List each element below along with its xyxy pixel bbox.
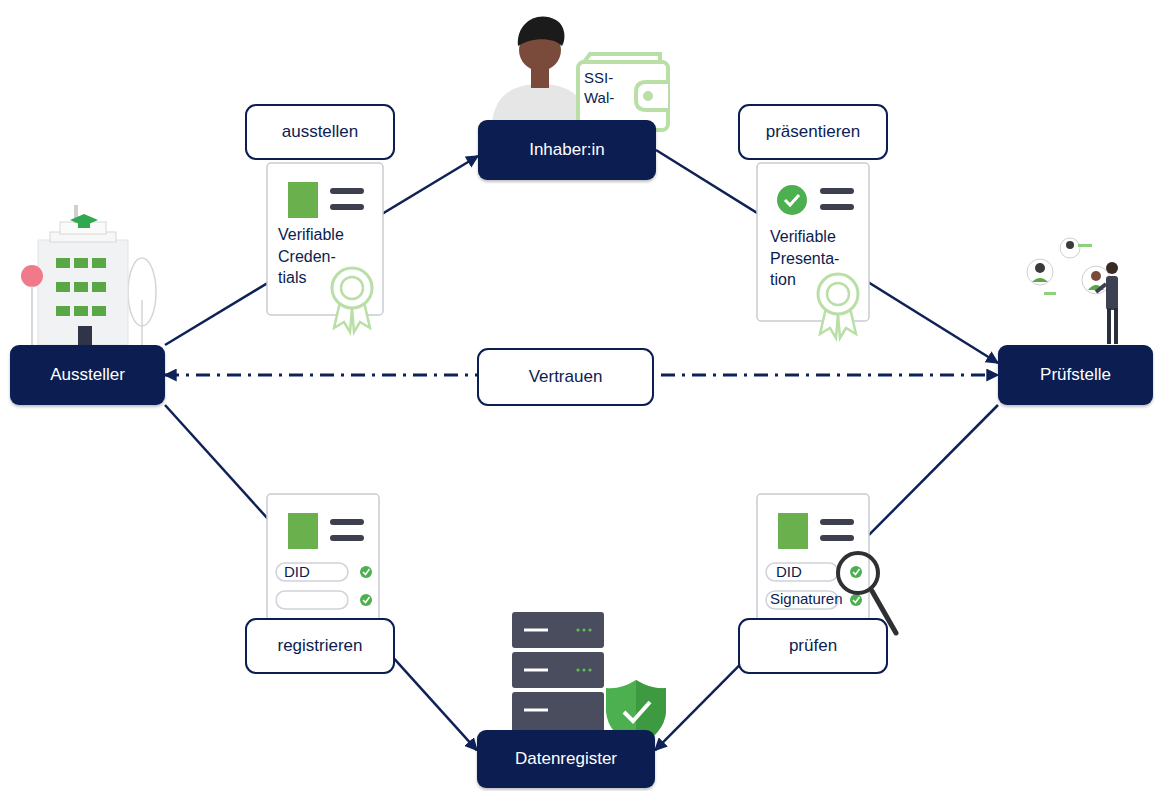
university-building	[21, 205, 156, 345]
verifier-box: Prüfstelle	[998, 345, 1153, 405]
registry-box: Datenregister	[477, 730, 655, 788]
action-box: registrieren	[245, 618, 395, 674]
person-figure	[492, 16, 590, 124]
box-label: ausstellen	[282, 121, 359, 143]
box-label: registrieren	[277, 635, 362, 657]
did-card: DID	[266, 493, 380, 621]
card-text: DID	[284, 563, 310, 581]
card-text: Verifiable Presenta- tion	[770, 226, 846, 291]
action-box: ausstellen	[245, 104, 395, 160]
box-label: Prüfstelle	[1040, 364, 1111, 386]
wallet-label: SSI- Wal-	[584, 68, 628, 109]
box-label: präsentieren	[766, 121, 861, 143]
flow-arrow	[656, 150, 998, 363]
box-label: prüfen	[789, 635, 837, 657]
box-label: Aussteller	[50, 364, 125, 386]
signature-card: DID Signaturen	[756, 493, 870, 621]
flow-arrow	[165, 405, 477, 750]
trust-box: Vertrauen	[477, 348, 654, 406]
card-text: DID	[776, 563, 802, 581]
action-box: prüfen	[738, 618, 888, 674]
issuer-box: Aussteller	[10, 345, 165, 405]
credential-card: Verifiable Creden- tials	[266, 162, 384, 316]
server-stack	[512, 612, 666, 748]
presentation-card: Verifiable Presenta- tion	[756, 162, 870, 322]
box-label: Vertrauen	[529, 366, 603, 388]
holder-box: Inhaber:in	[478, 120, 656, 180]
wallet-icon	[578, 54, 668, 130]
verifier-figure	[1027, 238, 1118, 344]
box-label: Inhaber:in	[529, 139, 605, 161]
card-text: Signaturen	[770, 590, 843, 608]
card-text: Verifiable Creden- tials	[278, 224, 354, 289]
flow-arrow	[165, 156, 478, 345]
flow-arrow	[655, 405, 998, 750]
box-label: Datenregister	[515, 748, 617, 770]
action-box: präsentieren	[738, 104, 888, 160]
card-graphic	[266, 493, 380, 621]
